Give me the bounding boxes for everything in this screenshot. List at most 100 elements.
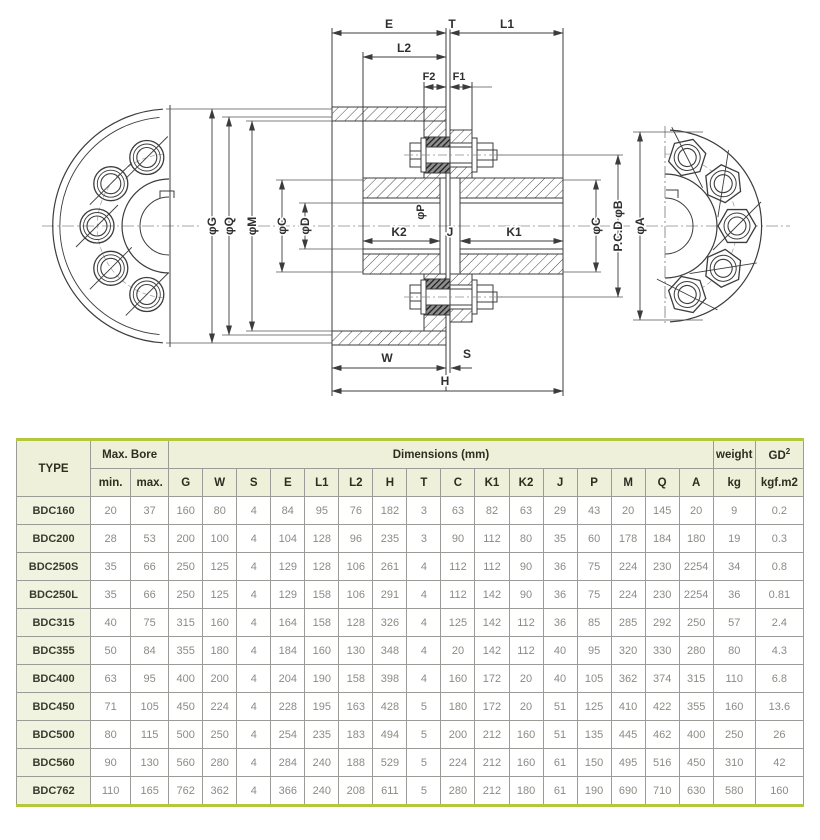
value-cell: 66 xyxy=(130,580,170,609)
value-cell: 19 xyxy=(712,524,756,553)
pin-bush-bolt-bottom xyxy=(404,278,502,316)
value-cell: 0.8 xyxy=(754,552,805,581)
value-cell: 61 xyxy=(542,748,578,777)
value-cell: 36 xyxy=(712,580,756,609)
value-cell: 42 xyxy=(754,748,805,777)
value-cell: 63 xyxy=(440,496,476,525)
value-cell: 422 xyxy=(644,692,680,721)
value-cell: 105 xyxy=(576,664,612,693)
column-header: kgf.m2 xyxy=(754,468,805,497)
value-cell: 529 xyxy=(372,748,408,777)
dim-label-h: H xyxy=(441,374,450,388)
value-cell: 280 xyxy=(678,636,714,665)
value-cell: 398 xyxy=(372,664,408,693)
column-header: G xyxy=(168,468,204,497)
value-cell: 230 xyxy=(644,552,680,581)
value-cell: 3 xyxy=(406,524,442,553)
value-cell: 142 xyxy=(474,636,510,665)
type-cell: BDC400 xyxy=(15,664,92,693)
value-cell: 20 xyxy=(678,496,714,525)
value-cell: 26 xyxy=(754,720,805,749)
value-cell: 160 xyxy=(202,608,238,637)
value-cell: 90 xyxy=(440,524,476,553)
value-cell: 310 xyxy=(712,748,756,777)
value-cell: 240 xyxy=(304,776,340,806)
value-cell: 80 xyxy=(202,496,238,525)
dim-label-phi-g: φG xyxy=(205,217,219,235)
value-cell: 9 xyxy=(712,496,756,525)
value-cell: 172 xyxy=(474,692,510,721)
dim-label-phi-q: φQ xyxy=(222,217,236,235)
value-cell: 224 xyxy=(202,692,238,721)
value-cell: 125 xyxy=(202,580,238,609)
value-cell: 4 xyxy=(236,636,272,665)
column-header: P xyxy=(576,468,612,497)
value-cell: 580 xyxy=(712,776,756,806)
value-cell: 330 xyxy=(644,636,680,665)
value-cell: 36 xyxy=(542,580,578,609)
value-cell: 53 xyxy=(130,524,170,553)
value-cell: 200 xyxy=(202,664,238,693)
value-cell: 125 xyxy=(440,608,476,637)
type-cell: BDC160 xyxy=(15,496,92,525)
coupling-technical-drawing: E T L1 L2 F2 F1 K2 J K1 W S H φG φQ φM φ… xyxy=(42,16,790,396)
value-cell: 4 xyxy=(236,580,272,609)
value-cell: 410 xyxy=(610,692,646,721)
header-weight: weight xyxy=(712,439,756,469)
value-cell: 362 xyxy=(202,776,238,806)
value-cell: 40 xyxy=(90,608,132,637)
value-cell: 60 xyxy=(576,524,612,553)
value-cell: 160 xyxy=(508,748,544,777)
value-cell: 250 xyxy=(712,720,756,749)
column-header: L2 xyxy=(338,468,374,497)
value-cell: 285 xyxy=(610,608,646,637)
value-cell: 182 xyxy=(372,496,408,525)
value-cell: 100 xyxy=(202,524,238,553)
type-cell: BDC500 xyxy=(15,720,92,749)
value-cell: 3 xyxy=(406,496,442,525)
value-cell: 291 xyxy=(372,580,408,609)
value-cell: 115 xyxy=(130,720,170,749)
value-cell: 315 xyxy=(678,664,714,693)
spec-table-wrapper: TYPE Max. Bore Dimensions (mm) weight GD… xyxy=(15,438,805,807)
value-cell: 20 xyxy=(440,636,476,665)
value-cell: 63 xyxy=(508,496,544,525)
value-cell: 61 xyxy=(542,776,578,806)
value-cell: 710 xyxy=(644,776,680,806)
value-cell: 85 xyxy=(576,608,612,637)
dim-label-phi-a: φA xyxy=(633,217,647,235)
value-cell: 76 xyxy=(338,496,374,525)
value-cell: 240 xyxy=(304,748,340,777)
value-cell: 20 xyxy=(508,664,544,693)
value-cell: 230 xyxy=(644,580,680,609)
value-cell: 4 xyxy=(236,552,272,581)
value-cell: 37 xyxy=(130,496,170,525)
value-cell: 75 xyxy=(130,608,170,637)
value-cell: 20 xyxy=(90,496,132,525)
column-header: E xyxy=(270,468,306,497)
value-cell: 128 xyxy=(304,552,340,581)
dim-label-phi-m: φM xyxy=(245,217,259,236)
value-cell: 178 xyxy=(610,524,646,553)
value-cell: 445 xyxy=(610,720,646,749)
value-cell: 4 xyxy=(406,636,442,665)
value-cell: 158 xyxy=(304,608,340,637)
header-gd2: GD2 xyxy=(754,439,805,469)
value-cell: 280 xyxy=(202,748,238,777)
dim-label-k2: K2 xyxy=(391,225,407,239)
value-cell: 4 xyxy=(236,524,272,553)
column-header: T xyxy=(406,468,442,497)
value-cell: 160 xyxy=(712,692,756,721)
value-cell: 160 xyxy=(754,776,805,806)
value-cell: 494 xyxy=(372,720,408,749)
value-cell: 130 xyxy=(130,748,170,777)
value-cell: 164 xyxy=(270,608,306,637)
value-cell: 2254 xyxy=(678,580,714,609)
value-cell: 150 xyxy=(576,748,612,777)
dim-label-k1: K1 xyxy=(506,225,522,239)
value-cell: 75 xyxy=(576,552,612,581)
value-cell: 95 xyxy=(130,664,170,693)
value-cell: 400 xyxy=(678,720,714,749)
